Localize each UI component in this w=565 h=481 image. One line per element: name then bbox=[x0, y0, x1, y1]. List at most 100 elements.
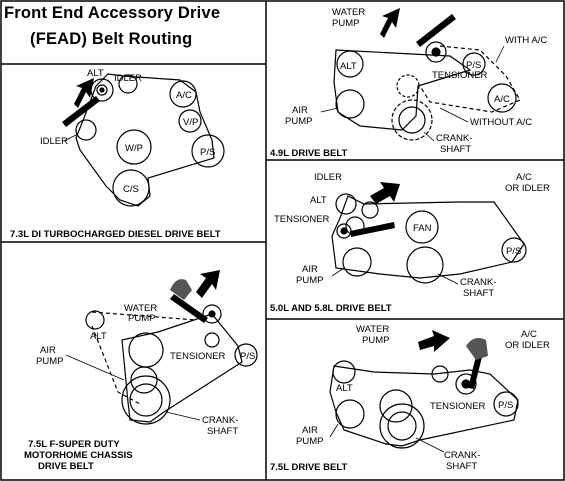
fsuper-rotation-arrow-icon bbox=[196, 270, 220, 298]
leader-lines bbox=[63, 45, 505, 453]
belt49-label-air-pump-2: PUMP bbox=[285, 116, 312, 127]
page-title-line1: Front End Accessory Drive bbox=[4, 4, 221, 22]
belt75-label-alt: ALT bbox=[336, 383, 353, 394]
fsuper-tensioner-pulley bbox=[202, 304, 222, 324]
fsuper-label-crank-1: CRANK- bbox=[202, 415, 238, 426]
fsuper-caption-line2: MOTORHOME CHASSIS bbox=[24, 450, 133, 461]
diesel-rotation-arrow-icon bbox=[74, 78, 94, 108]
belt49-label-crank-2: SHAFT bbox=[440, 144, 471, 155]
belt5058-label-air-pump-2: PUMP bbox=[296, 275, 323, 286]
belt49-caption: 4.9L DRIVE BELT bbox=[270, 148, 347, 159]
fsuper-label-water-pump-1: WATER bbox=[124, 303, 157, 314]
belt5058-label-crank-1: CRANK- bbox=[460, 277, 496, 288]
fsuper-belt-dashed bbox=[91, 311, 197, 405]
belt75-belt bbox=[329, 365, 519, 447]
belt49-label-water-pump-2: PUMP bbox=[332, 18, 359, 29]
belt49-ps-pulley bbox=[462, 52, 486, 76]
belt75-tensioner-pulley bbox=[455, 373, 477, 395]
diesel-label-ps: P/S bbox=[200, 147, 215, 158]
diesel-vp-pulley bbox=[178, 109, 202, 133]
belt75-rotation-arrow-icon bbox=[418, 330, 450, 352]
diesel-cs-pulley bbox=[112, 169, 150, 207]
panel-diesel-73: ALT IDLER A/C V/P W/P P/S IDLER C/S 7.3L… bbox=[10, 68, 225, 240]
page-title-line2: (FEAD) Belt Routing bbox=[30, 30, 193, 48]
belt49-label-water-pump-1: WATER bbox=[332, 7, 365, 18]
belt75-ps-pulley bbox=[493, 391, 519, 417]
belt49-wrench-icon bbox=[416, 14, 456, 47]
belt5058-wrench-icon bbox=[350, 222, 395, 237]
belt75-label-ps: P/S bbox=[498, 400, 513, 411]
belt5058-label-fan: FAN bbox=[413, 223, 432, 234]
belt49-air-pump-pulley bbox=[335, 89, 365, 119]
belt5058-label-ps: P/S bbox=[506, 246, 521, 257]
fsuper-crank-pulley bbox=[121, 375, 171, 425]
belt75-caption: 7.5L DRIVE BELT bbox=[270, 462, 347, 473]
belt75-label-crank-1: CRANK- bbox=[444, 450, 480, 461]
belt49-crank-pulley bbox=[391, 99, 433, 141]
belt5058-belt bbox=[331, 195, 525, 279]
belt5058-ps-pulley bbox=[501, 237, 527, 263]
diesel-ac-pulley bbox=[169, 80, 197, 108]
belt49-water-pump-pulley bbox=[396, 74, 420, 98]
fsuper-caption-line3: DRIVE BELT bbox=[38, 461, 94, 472]
fsuper-label-air-pump-1: AIR bbox=[40, 345, 56, 356]
panel-50-58: IDLER A/C OR IDLER ALT TENSIONER FAN P/S… bbox=[270, 172, 550, 314]
belt5058-caption: 5.0L AND 5.8L DRIVE BELT bbox=[270, 303, 392, 314]
belt75-crank-pulley bbox=[379, 403, 425, 449]
belt5058-air-pump-pulley bbox=[342, 247, 372, 277]
fsuper-label-water-pump-2: PUMP bbox=[128, 313, 155, 324]
diesel-idler-left-pulley bbox=[75, 119, 97, 141]
belt49-label-air-pump-1: AIR bbox=[292, 105, 308, 116]
panel-49: WATER PUMP WITH A/C ALT P/S TENSIONER A/… bbox=[270, 7, 547, 159]
belt49-label-alt: ALT bbox=[340, 61, 357, 72]
belt75-label-air-pump-2: PUMP bbox=[296, 436, 323, 447]
belt5058-label-ac-idler-1: A/C bbox=[516, 172, 532, 183]
fsuper-label-air-pump-2: PUMP bbox=[36, 356, 63, 367]
fsuper-wrench-icon bbox=[170, 294, 208, 323]
diesel-idler-top-pulley bbox=[118, 74, 138, 94]
belt49-with-ac-dashed bbox=[419, 45, 521, 113]
belt5058-label-tensioner: TENSIONER bbox=[274, 214, 330, 225]
belt49-label-ac: A/C bbox=[494, 94, 510, 105]
diesel-label-alt: ALT bbox=[87, 68, 104, 79]
belt75-label-water-pump-2: PUMP bbox=[362, 335, 389, 346]
belt49-label-crank-1: CRANK- bbox=[436, 133, 472, 144]
belt49-ac-pulley bbox=[487, 83, 517, 113]
belt75-alt-pulley bbox=[332, 360, 356, 384]
belt49-label-ps: P/S bbox=[466, 60, 481, 71]
fsuper-label-tensioner: TENSIONER bbox=[170, 351, 226, 362]
diesel-caption: 7.3L DI TURBOCHARGED DIESEL DRIVE BELT bbox=[10, 229, 221, 240]
belt5058-fan-pulley bbox=[405, 210, 439, 244]
belt5058-label-crank-2: SHAFT bbox=[463, 288, 494, 299]
panel-f-super-duty-75: ALT AIR PUMP WATER PUMP TENSIONER P/S CR… bbox=[24, 270, 258, 472]
diesel-wp-pulley bbox=[116, 129, 152, 165]
diesel-label-wp: W/P bbox=[125, 143, 143, 154]
belt5058-rotation-arrow-icon bbox=[370, 182, 400, 204]
belt5058-label-air-pump-1: AIR bbox=[302, 264, 318, 275]
belt49-label-tensioner: TENSIONER bbox=[432, 70, 488, 81]
fsuper-hand-icon bbox=[170, 279, 192, 300]
diesel-label-cs: C/S bbox=[123, 184, 139, 195]
belt75-ac-idler-pulley bbox=[431, 365, 449, 383]
belt75-water-pump-pulley bbox=[379, 389, 413, 423]
belt5058-label-ac-idler-2: OR IDLER bbox=[505, 183, 550, 194]
belt75-hand-icon bbox=[466, 338, 488, 360]
fsuper-label-alt: ALT bbox=[90, 331, 107, 342]
fsuper-caption-line1: 7.5L F-SUPER DUTY bbox=[28, 439, 120, 450]
panel-75: WATER PUMP A/C OR IDLER ALT TENSIONER P/… bbox=[270, 324, 550, 473]
diesel-belt bbox=[75, 73, 215, 207]
belt49-label-without-ac: WITHOUT A/C bbox=[470, 117, 532, 128]
belt75-label-ac-idler-2: OR IDLER bbox=[505, 340, 550, 351]
diesel-wrench-icon bbox=[62, 96, 100, 127]
fsuper-water-pump-pulley bbox=[128, 332, 164, 368]
diesel-label-idler-top: IDLER bbox=[114, 73, 142, 84]
belt49-tensioner-pulley bbox=[425, 41, 447, 63]
belt5058-ac-idler-pulley bbox=[361, 201, 379, 219]
belt75-label-tensioner: TENSIONER bbox=[430, 401, 486, 412]
belt75-label-water-pump-1: WATER bbox=[356, 324, 389, 335]
belt75-label-crank-2: SHAFT bbox=[446, 461, 477, 472]
belt49-alt-pulley bbox=[336, 50, 364, 78]
